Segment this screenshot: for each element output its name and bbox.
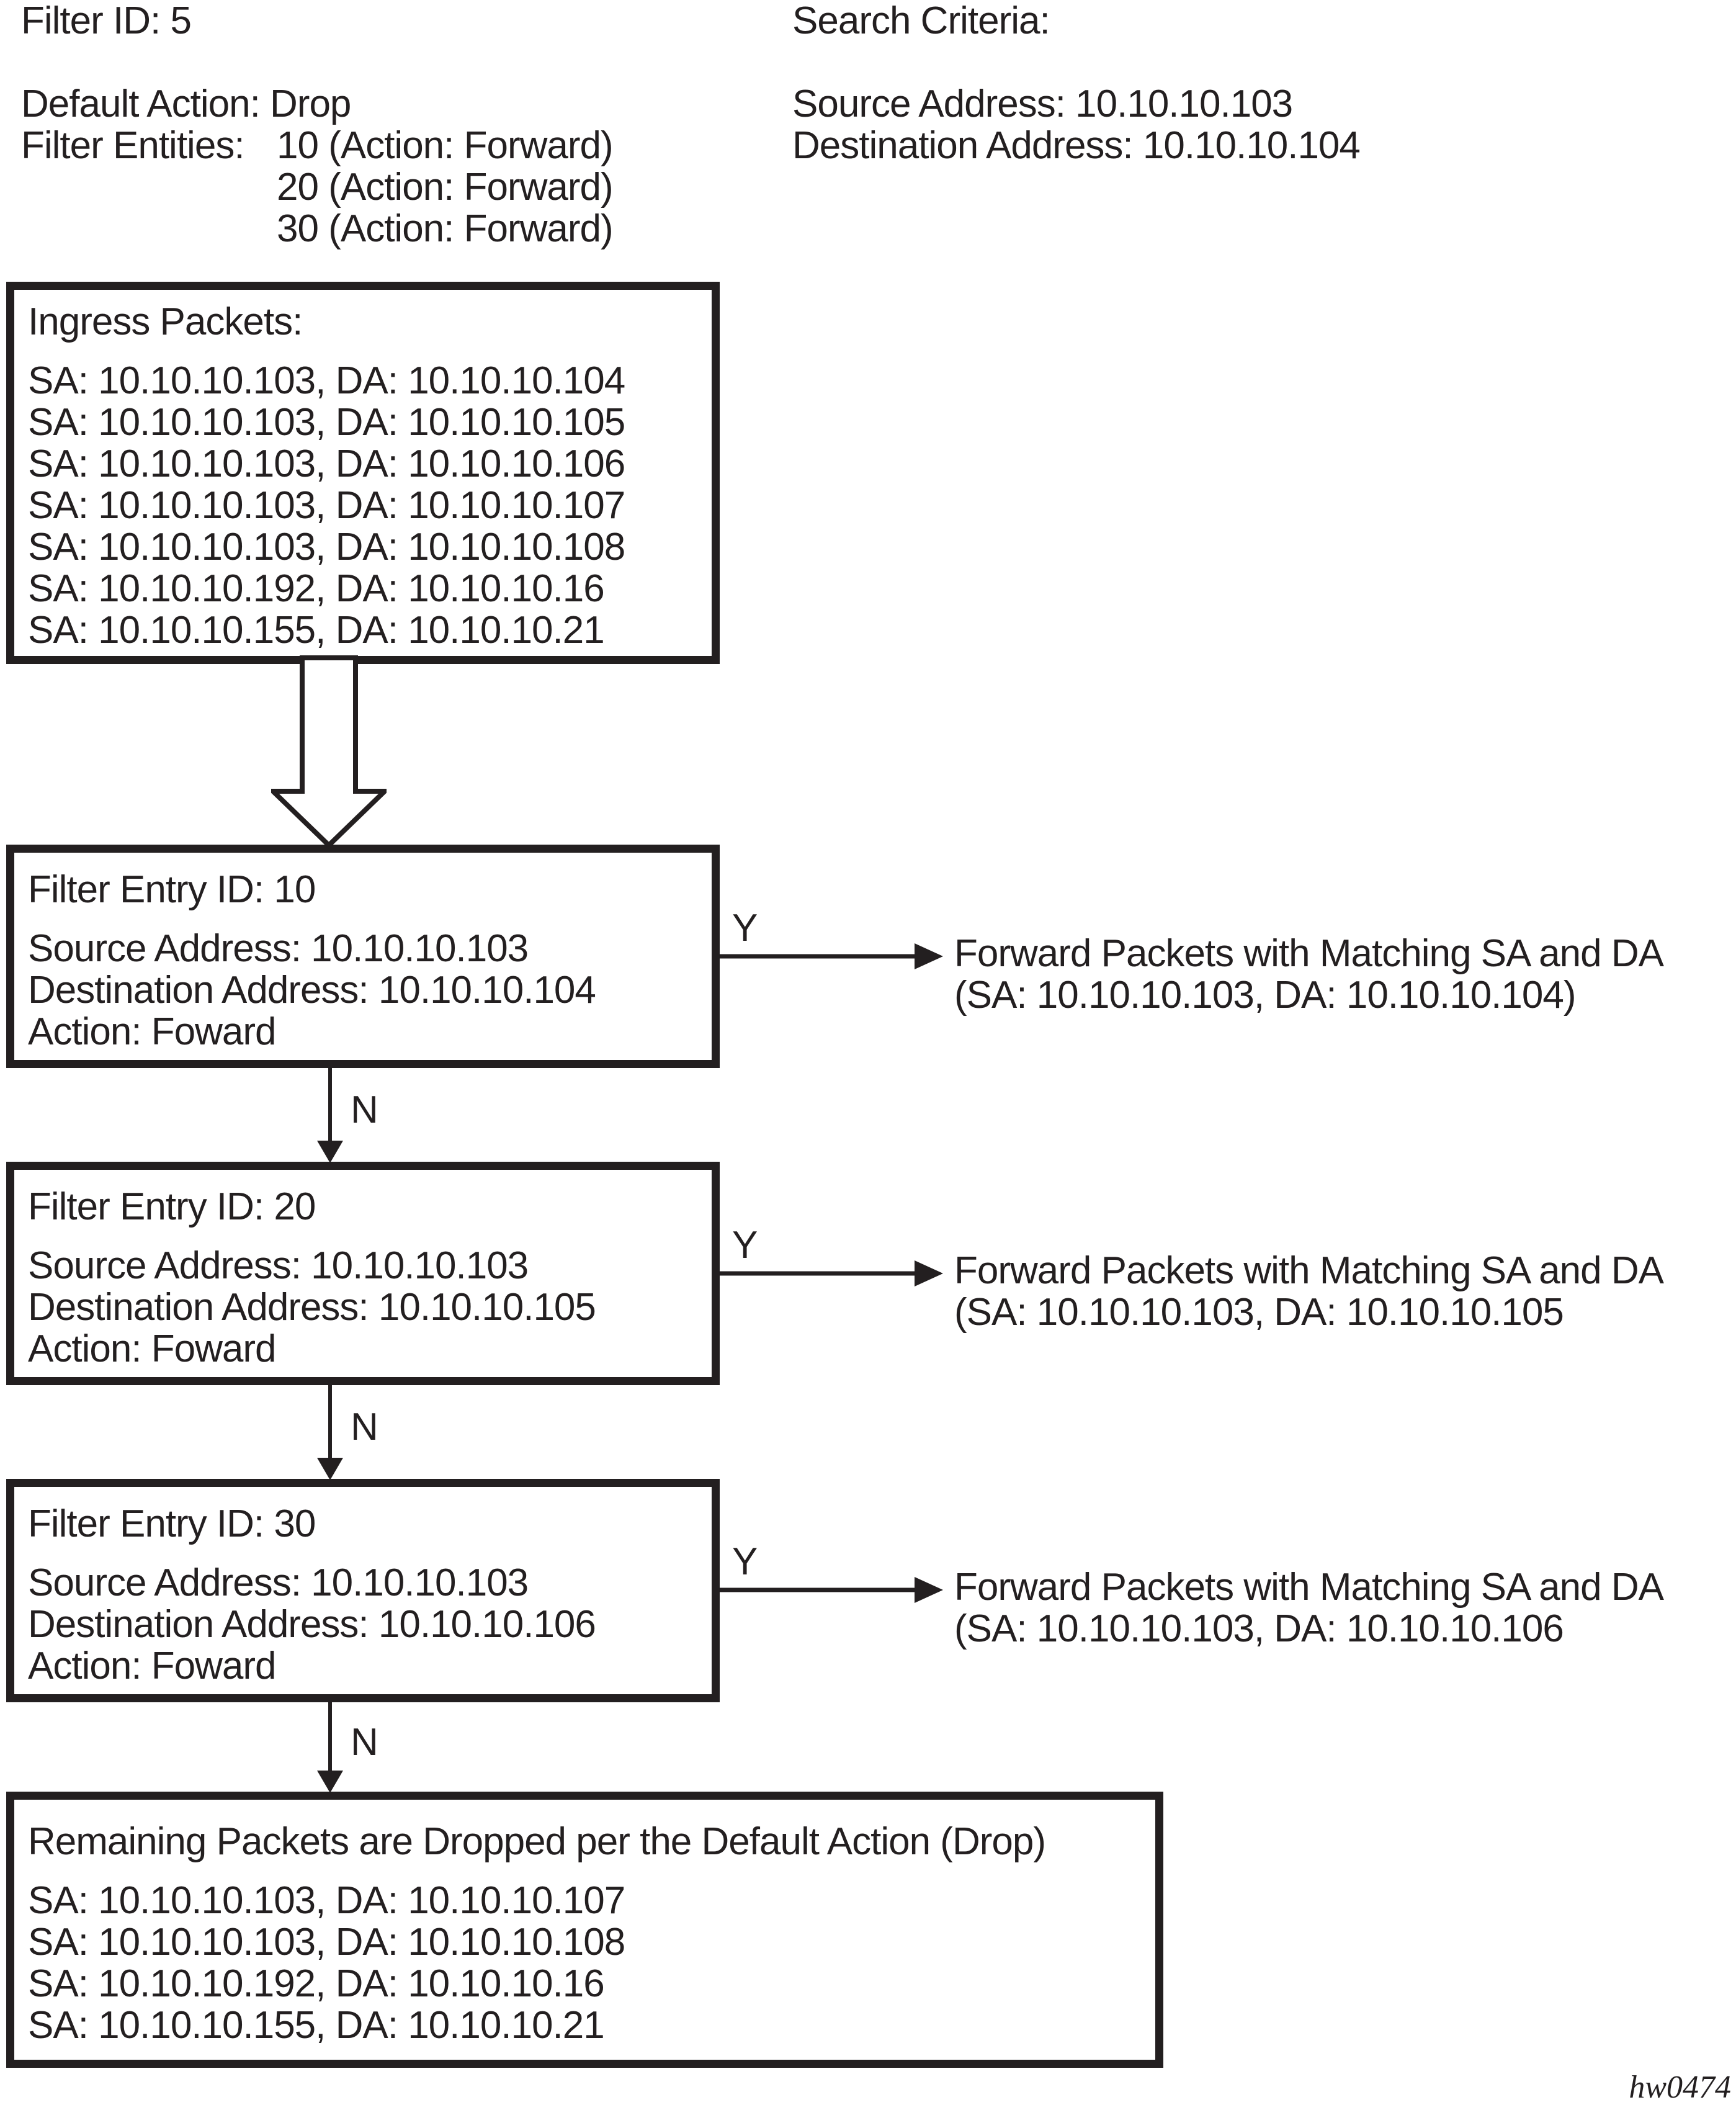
forward-result-1: Forward Packets with Matching SA and DA … xyxy=(954,932,1664,1017)
ingress-packets-title: Ingress Packets: xyxy=(28,300,303,343)
yes-label-2: Y xyxy=(732,1224,758,1267)
no-label-3: N xyxy=(351,1721,378,1764)
source-address-line: Source Address: 10.10.10.103 xyxy=(28,1561,529,1604)
filter-entities-list: 10 (Action: Forward)20 (Action: Forward)… xyxy=(277,124,614,250)
ingress-packets-box: Ingress Packets: SA: 10.10.10.103, DA: 1… xyxy=(6,282,720,664)
packet-line: SA: 10.10.10.103, DA: 10.10.10.104 xyxy=(28,359,625,402)
packet-line: SA: 10.10.10.192, DA: 10.10.10.16 xyxy=(28,567,605,610)
source-address-line: Source Address: 10.10.10.103 xyxy=(28,1244,529,1287)
filter-entity-item: 30 (Action: Forward) xyxy=(277,207,614,250)
no-arrow-2-icon xyxy=(317,1383,343,1480)
filter-id-text: Filter ID: 5 xyxy=(21,0,192,42)
packet-line: SA: 10.10.10.155, DA: 10.10.10.21 xyxy=(28,2004,605,2047)
action-line: Action: Foward xyxy=(28,1327,277,1370)
filter-entry-10-fields: Source Address: 10.10.10.103 Destination… xyxy=(28,928,700,1053)
packet-line: SA: 10.10.10.103, DA: 10.10.10.107 xyxy=(28,1879,625,1922)
forward-result-1-line1: Forward Packets with Matching SA and DA xyxy=(954,932,1664,975)
forward-result-3-line2: (SA: 10.10.10.103, DA: 10.10.10.106 xyxy=(954,1607,1564,1650)
packet-line: SA: 10.10.10.103, DA: 10.10.10.108 xyxy=(28,526,625,568)
filter-entities-label: Filter Entities: xyxy=(21,124,245,167)
yes-label-3: Y xyxy=(732,1540,758,1583)
packet-line: SA: 10.10.10.103, DA: 10.10.10.105 xyxy=(28,401,625,444)
filter-entry-30-title: Filter Entry ID: 30 xyxy=(28,1502,316,1545)
spacer-row xyxy=(792,42,1360,83)
filter-entity-item: 10 (Action: Forward) xyxy=(277,124,614,167)
destination-address-line: Destination Address: 10.10.10.104 xyxy=(28,969,596,1012)
packet-line: SA: 10.10.10.192, DA: 10.10.10.16 xyxy=(28,1962,605,2005)
forward-result-2-line2: (SA: 10.10.10.103, DA: 10.10.10.105 xyxy=(954,1291,1564,1334)
forward-result-2: Forward Packets with Matching SA and DA … xyxy=(954,1249,1664,1334)
filter-entity-item: 20 (Action: Forward) xyxy=(277,166,614,209)
forward-result-1-line2: (SA: 10.10.10.103, DA: 10.10.10.104) xyxy=(954,974,1577,1017)
filter-entry-20-box: Filter Entry ID: 20 Source Address: 10.1… xyxy=(6,1162,720,1385)
filter-entry-10-title: Filter Entry ID: 10 xyxy=(28,868,316,911)
source-address-line: Source Address: 10.10.10.103 xyxy=(28,927,529,970)
filter-entry-10-box: Filter Entry ID: 10 Source Address: 10.1… xyxy=(6,845,720,1068)
packet-line: SA: 10.10.10.155, DA: 10.10.10.21 xyxy=(28,609,605,652)
filter-entities: Filter Entities: 10 (Action: Forward)20 … xyxy=(21,124,614,250)
big-down-arrow-icon xyxy=(271,655,387,849)
yes-label-1: Y xyxy=(732,907,758,950)
default-action-text: Default Action: Drop xyxy=(21,83,351,125)
filter-entry-20-fields: Source Address: 10.10.10.103 Destination… xyxy=(28,1245,700,1370)
yes-arrow-3-icon xyxy=(720,1577,943,1603)
packet-line: SA: 10.10.10.103, DA: 10.10.10.106 xyxy=(28,442,625,485)
search-destination-text: Destination Address: 10.10.10.104 xyxy=(792,124,1361,167)
packet-line: SA: 10.10.10.103, DA: 10.10.10.107 xyxy=(28,484,625,527)
down-arrow-shape xyxy=(271,655,387,849)
no-label-1: N xyxy=(351,1089,378,1131)
spacer-row xyxy=(21,42,613,83)
forward-result-2-line1: Forward Packets with Matching SA and DA xyxy=(954,1249,1664,1292)
filter-summary: Filter ID: 5 Default Action: Drop Filter… xyxy=(21,0,614,250)
forward-result-3: Forward Packets with Matching SA and DA … xyxy=(954,1566,1664,1650)
filter-entry-30-box: Filter Entry ID: 30 Source Address: 10.1… xyxy=(6,1479,720,1702)
no-arrow-3-icon xyxy=(317,1698,343,1793)
no-arrow-1-icon xyxy=(317,1066,343,1163)
forward-result-3-line1: Forward Packets with Matching SA and DA xyxy=(954,1566,1664,1609)
filter-entry-20-title: Filter Entry ID: 20 xyxy=(28,1185,316,1228)
search-source-text: Source Address: 10.10.10.103 xyxy=(792,83,1293,125)
action-line: Action: Foward xyxy=(28,1010,277,1053)
destination-address-line: Destination Address: 10.10.10.106 xyxy=(28,1603,596,1646)
search-criteria: Search Criteria: Source Address: 10.10.1… xyxy=(792,0,1361,167)
figure-code: hw0474 xyxy=(1629,2070,1731,2105)
yes-arrow-1-icon xyxy=(720,943,943,969)
yes-arrow-2-icon xyxy=(720,1260,943,1286)
action-line: Action: Foward xyxy=(28,1645,277,1687)
no-label-2: N xyxy=(351,1406,378,1448)
search-criteria-title: Search Criteria: xyxy=(792,0,1050,42)
destination-address-line: Destination Address: 10.10.10.105 xyxy=(28,1286,596,1329)
filter-entry-30-fields: Source Address: 10.10.10.103 Destination… xyxy=(28,1562,700,1687)
dropped-packets-title: Remaining Packets are Dropped per the De… xyxy=(28,1820,1046,1863)
dropped-packets-box: Remaining Packets are Dropped per the De… xyxy=(6,1792,1163,2068)
packet-line: SA: 10.10.10.103, DA: 10.10.10.108 xyxy=(28,1921,625,1964)
